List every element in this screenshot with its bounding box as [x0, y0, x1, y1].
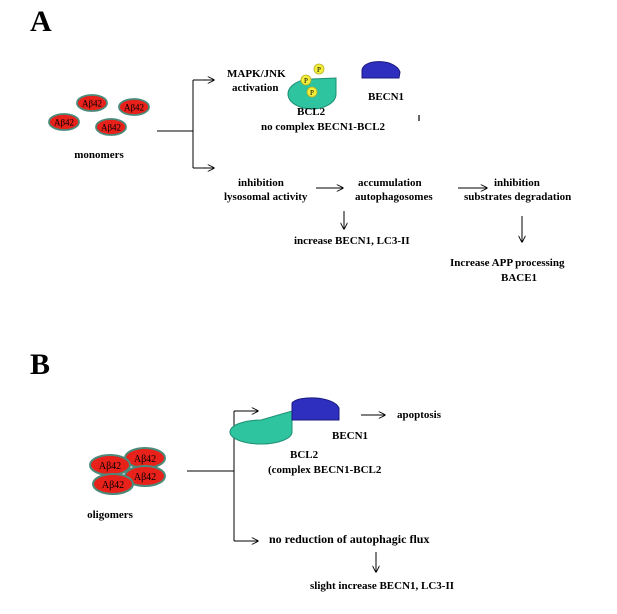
monomer-peptide: Aβ42	[48, 113, 80, 131]
autophagosomes-label: autophagosomes	[355, 191, 433, 203]
svg-text:Aβ42: Aβ42	[99, 461, 121, 472]
lysosomal-activity-label: lysosomal activity	[224, 191, 308, 203]
becn1-label-b: BECN1	[332, 430, 368, 442]
oligomer-peptide: Aβ42	[89, 454, 131, 476]
svg-text:P: P	[304, 77, 308, 85]
svg-text:Aβ42: Aβ42	[54, 118, 74, 128]
monomer-peptide: Aβ42	[76, 94, 108, 112]
activation-label: activation	[232, 82, 278, 94]
panel-b-letter: B	[30, 348, 50, 381]
becn1-label-a: BECN1	[368, 91, 404, 103]
phospho-group-top: P	[313, 63, 325, 75]
svg-text:P: P	[310, 89, 314, 97]
panel-a: A Aβ42 Aβ42 Aβ42 Aβ42 monomers	[30, 5, 571, 284]
oligomers-label: oligomers	[87, 509, 134, 521]
branch-connector-a	[157, 80, 214, 168]
svg-text:Aβ42: Aβ42	[82, 99, 102, 109]
phospho-group-bottom: P	[306, 86, 318, 98]
oligomer-peptide: Aβ42	[92, 473, 134, 495]
panel-b: B Aβ42 Aβ42 Aβ42 Aβ42 oligomers	[30, 348, 454, 592]
monomer-group: Aβ42 Aβ42 Aβ42 Aβ42 monomers	[48, 94, 150, 161]
panel-a-letter: A	[30, 5, 52, 38]
inhibition-substrates-label: inhibition	[494, 177, 540, 189]
inhibition-lysosomal-label: inhibition	[238, 177, 284, 189]
svg-text:Aβ42: Aβ42	[134, 454, 156, 465]
monomers-label: monomers	[74, 149, 124, 161]
svg-text:P: P	[317, 66, 321, 74]
phospho-group-left: P	[300, 74, 312, 86]
substrates-degradation-label: substrates degradation	[464, 191, 571, 203]
complex-label: (complex BECN1-BCL2	[268, 464, 382, 476]
mapk-jnk-label: MAPK/JNK	[227, 68, 286, 80]
svg-text:Aβ42: Aβ42	[101, 123, 121, 133]
oligomer-group: Aβ42 Aβ42 Aβ42 Aβ42 oligomers	[87, 447, 166, 521]
accumulation-label: accumulation	[358, 177, 422, 189]
becn1-shape	[361, 61, 401, 79]
svg-text:Aβ42: Aβ42	[124, 103, 144, 113]
monomer-peptide: Aβ42	[95, 118, 127, 136]
increase-becn1-label: increase BECN1, LC3-II	[294, 235, 410, 247]
no-reduction-flux-label: no reduction of autophagic flux	[269, 532, 429, 546]
app-processing-label: Increase APP processing	[450, 257, 565, 269]
svg-text:Aβ42: Aβ42	[102, 480, 124, 491]
apoptosis-label: apoptosis	[397, 409, 442, 421]
no-complex-label: no complex BECN1-BCL2	[261, 121, 386, 133]
slight-increase-label: slight increase BECN1, LC3-II	[310, 580, 454, 592]
becn1-shape-b	[291, 397, 340, 421]
svg-text:Aβ42: Aβ42	[134, 472, 156, 483]
bcl2-shape-b	[229, 410, 293, 445]
bcl2-label-a: BCL2	[297, 106, 326, 118]
monomer-peptide: Aβ42	[118, 98, 150, 116]
bcl2-label-b: BCL2	[290, 449, 319, 461]
bace1-label: BACE1	[501, 272, 537, 284]
